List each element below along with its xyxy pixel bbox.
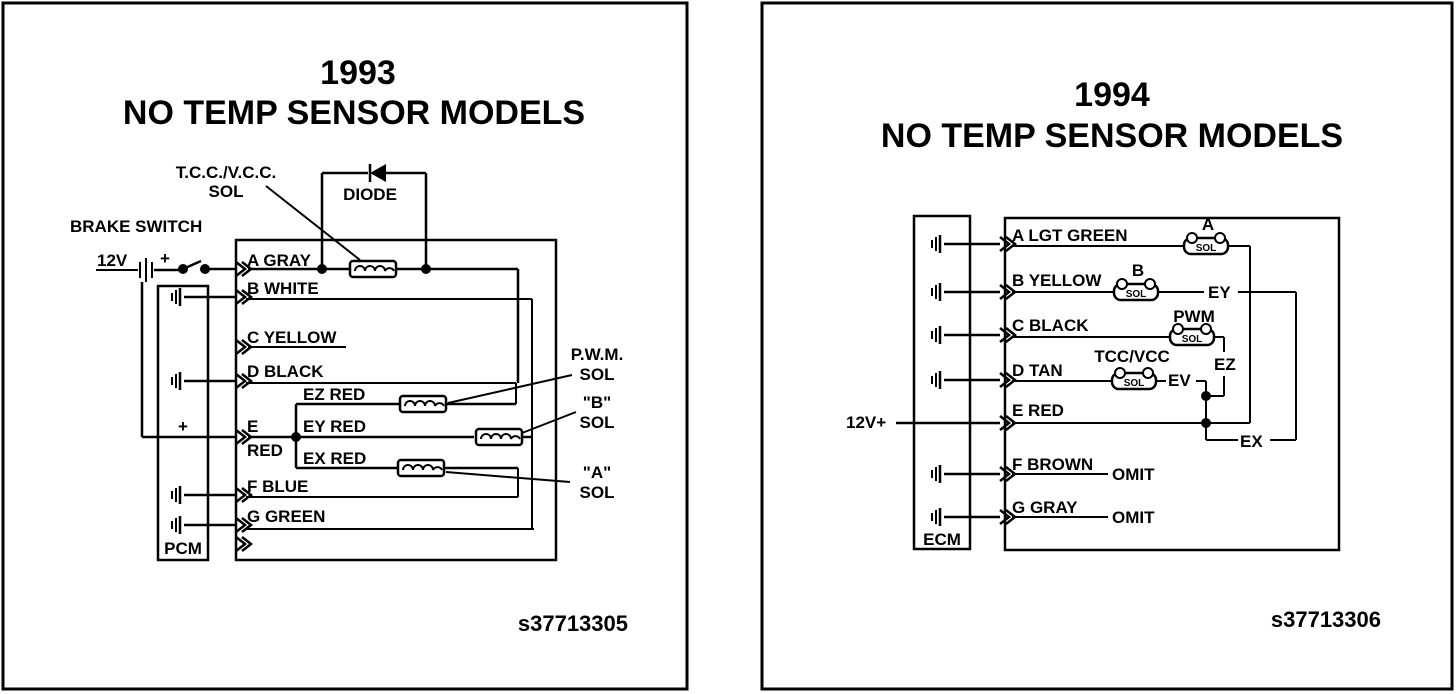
pin-g-label: G GREEN [247, 507, 325, 526]
pwm-label-line1: P.W.M. [571, 345, 624, 364]
battery-icon [139, 258, 153, 282]
omit-g-label: OMIT [1112, 508, 1155, 527]
tcc-label-line2: SOL [209, 182, 244, 201]
panel-1994: 1994 NO TEMP SENSOR MODELS ECM 12V+ A LG… [760, 1, 1454, 691]
ex-red-label: EX RED [303, 449, 366, 468]
pwm-label-line2: SOL [580, 365, 615, 384]
b-solenoid-coil [474, 427, 524, 447]
pin-e-red-label: RED [247, 441, 283, 460]
pcm-label: PCM [164, 539, 202, 558]
pwm-label: PWM [1173, 307, 1215, 326]
ez-label: EZ [1214, 355, 1236, 374]
a-sol-label-line1: "A" [583, 463, 611, 482]
tcc-solenoid-coil [348, 259, 398, 279]
pin-e-label: E [247, 417, 258, 436]
connector-box [234, 238, 558, 562]
pin-g-label: G GRAY [1012, 498, 1078, 517]
tcc-label: TCC/VCC [1094, 347, 1170, 366]
e-plus-label: + [178, 417, 188, 436]
panel-frame [760, 1, 1454, 691]
pcm-module [156, 284, 210, 562]
ex-label: EX [1240, 432, 1263, 451]
brake-switch-label: BRAKE SWITCH [70, 217, 202, 236]
panel-title: NO TEMP SENSOR MODELS [881, 117, 1343, 155]
panel-title: NO TEMP SENSOR MODELS [123, 94, 585, 132]
sol-a-label: A [1202, 215, 1214, 234]
ez-red-label: EZ RED [303, 385, 365, 404]
pwm-solenoid-coil [398, 394, 448, 414]
diode-symbol [368, 164, 386, 182]
pin-f-label: F BLUE [247, 477, 308, 496]
pin-c-label: C BLACK [1012, 316, 1089, 335]
a-sol-label-line2: SOL [580, 483, 615, 502]
ey-red-label: EY RED [303, 417, 366, 436]
pin-f-label: F BROWN [1012, 455, 1093, 474]
supply-label: 12V+ [846, 413, 886, 432]
plus-terminal: + [160, 249, 170, 268]
panel-year: 1993 [320, 54, 396, 92]
figure-code: s37713305 [518, 611, 628, 636]
pin-a-label: A LGT GREEN [1012, 226, 1128, 245]
ecm-label: ECM [923, 530, 961, 549]
pin-e-label: E RED [1012, 401, 1064, 420]
pin-a-label: A GRAY [247, 251, 312, 270]
pin-b-label: B YELLOW [1012, 271, 1102, 290]
ey-label: EY [1208, 283, 1231, 302]
b-sol-label-line2: SOL [580, 413, 615, 432]
pin-d-label: D BLACK [247, 362, 324, 381]
pin-b-label: B WHITE [247, 279, 319, 298]
omit-f-label: OMIT [1112, 465, 1155, 484]
panel-1993: 1993 NO TEMP SENSOR MODELS PCM 12V + BRA… [1, 1, 689, 691]
ecm-module [912, 214, 972, 551]
b-sol-label-line1: "B" [583, 393, 611, 412]
sol-b-label: B [1132, 261, 1144, 280]
supply-label: 12V [97, 251, 128, 270]
panel-year: 1994 [1074, 76, 1150, 114]
diode-label: DIODE [343, 185, 397, 204]
ev-label: EV [1168, 371, 1191, 390]
figure-code: s37713306 [1271, 607, 1381, 632]
pin-c-label: C YELLOW [247, 328, 337, 347]
brake-switch [182, 259, 202, 271]
a-solenoid-coil [396, 458, 446, 478]
tcc-label-line1: T.C.C./V.C.C. [176, 163, 276, 182]
pin-d-label: D TAN [1012, 361, 1063, 380]
